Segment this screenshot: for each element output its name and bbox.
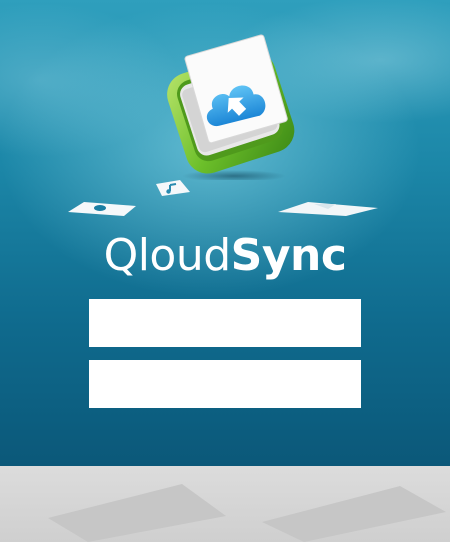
- username-field[interactable]: [89, 299, 361, 347]
- password-field[interactable]: [89, 360, 361, 408]
- footer-decoration: [48, 484, 446, 542]
- hero-background: QloudSync: [0, 0, 450, 466]
- logo-text-qloud: Qloud: [103, 230, 232, 281]
- footer-panel: [0, 466, 450, 542]
- cloud-sync-app-icon: [167, 34, 295, 180]
- floating-paper-right: [278, 202, 378, 216]
- music-note-paper-icon: [156, 180, 190, 196]
- floating-paper-left: [68, 202, 136, 216]
- app-logo: QloudSync: [0, 226, 450, 286]
- logo-text-sync: Sync: [230, 230, 347, 281]
